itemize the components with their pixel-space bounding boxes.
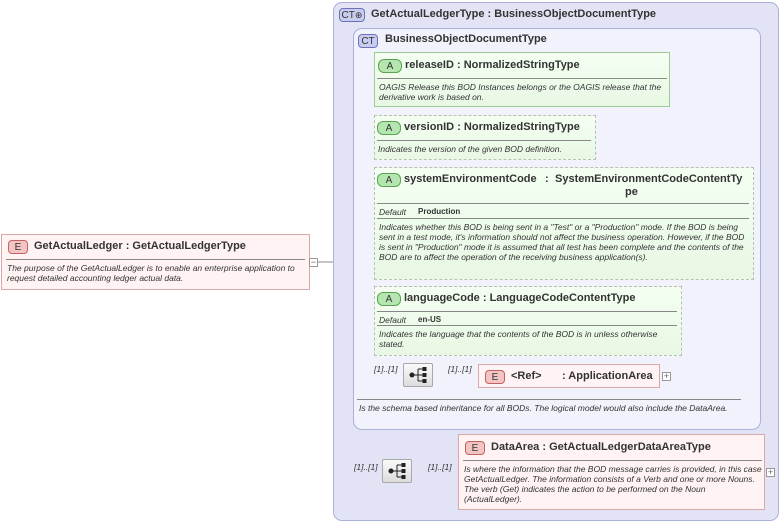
attribute-description: OAGIS Release this BOD Instances belongs… — [379, 82, 662, 102]
default-label: Default — [379, 207, 406, 217]
sequence-icon[interactable] — [403, 363, 433, 387]
attribute-description: Indicates the version of the given BOD d… — [378, 144, 562, 154]
inner-complex-type-title: BusinessObjectDocumentType — [385, 33, 547, 45]
root-element-description: The purpose of the GetActualLedger is to… — [7, 263, 295, 283]
data-area-title: DataArea : GetActualLedgerDataAreaType — [491, 441, 711, 453]
element-badge: E — [8, 240, 28, 254]
attribute-badge: A — [377, 173, 401, 187]
attribute-badge: A — [377, 121, 401, 135]
data-area-element[interactable]: E DataArea : GetActualLedgerDataAreaType… — [458, 434, 765, 510]
attribute-language-code[interactable]: A languageCode : LanguageCodeContentType… — [374, 286, 682, 356]
default-label: Default — [379, 315, 406, 325]
cardinality-label: [1]..[1] — [374, 364, 398, 374]
outer-complex-type-title: GetActualLedgerType : BusinessObjectDocu… — [371, 8, 657, 20]
expand-toggle[interactable]: + — [766, 467, 775, 477]
collapse-toggle[interactable]: − — [309, 257, 318, 267]
default-value: en-US — [418, 315, 442, 324]
cardinality-label: [1]..[1] — [354, 462, 378, 472]
attribute-type-wrap: pe — [625, 186, 638, 198]
default-value: Production — [418, 207, 461, 216]
element-badge: E — [485, 370, 505, 384]
attribute-name: languageCode : LanguageCodeContentType — [404, 292, 636, 304]
root-element-name: GetActualLedger : GetActualLedgerType — [34, 240, 246, 252]
attribute-description: Indicates the language that the contents… — [379, 329, 658, 349]
attribute-name: systemEnvironmentCode — [404, 173, 537, 185]
attribute-name: releaseID : NormalizedStringType — [405, 59, 580, 71]
cardinality-label: [1]..[1] — [448, 364, 472, 374]
root-element-box[interactable]: E GetActualLedger : GetActualLedgerType … — [1, 234, 310, 290]
complex-type-badge: CT — [358, 34, 378, 48]
attribute-type: SystemEnvironmentCodeContentTy — [555, 173, 743, 185]
data-area-description: Is where the information that the BOD me… — [464, 464, 762, 504]
application-area-element[interactable]: E <Ref> : ApplicationArea — [478, 364, 660, 388]
attribute-badge: A — [378, 59, 402, 73]
attribute-badge: A — [377, 292, 401, 306]
attribute-version-id[interactable]: A versionID : NormalizedStringType Indic… — [374, 115, 596, 160]
cardinality-label: [1]..[1] — [428, 462, 452, 472]
attribute-system-environment-code[interactable]: A systemEnvironmentCode : SystemEnvironm… — [374, 167, 754, 280]
complex-type-badge: CT⊕ — [339, 8, 365, 22]
element-badge: E — [465, 441, 485, 455]
inner-complex-type-description: Is the schema based inheritance for all … — [359, 403, 728, 413]
sequence-icon[interactable] — [382, 459, 412, 483]
attribute-description: Indicates whether this BOD is being sent… — [379, 222, 745, 262]
attribute-release-id[interactable]: A releaseID : NormalizedStringType OAGIS… — [374, 52, 670, 107]
ref-label: <Ref> — [511, 370, 542, 382]
expand-toggle[interactable]: + — [662, 371, 671, 381]
attribute-name: versionID : NormalizedStringType — [404, 121, 580, 133]
application-area-name: : ApplicationArea — [562, 370, 653, 382]
